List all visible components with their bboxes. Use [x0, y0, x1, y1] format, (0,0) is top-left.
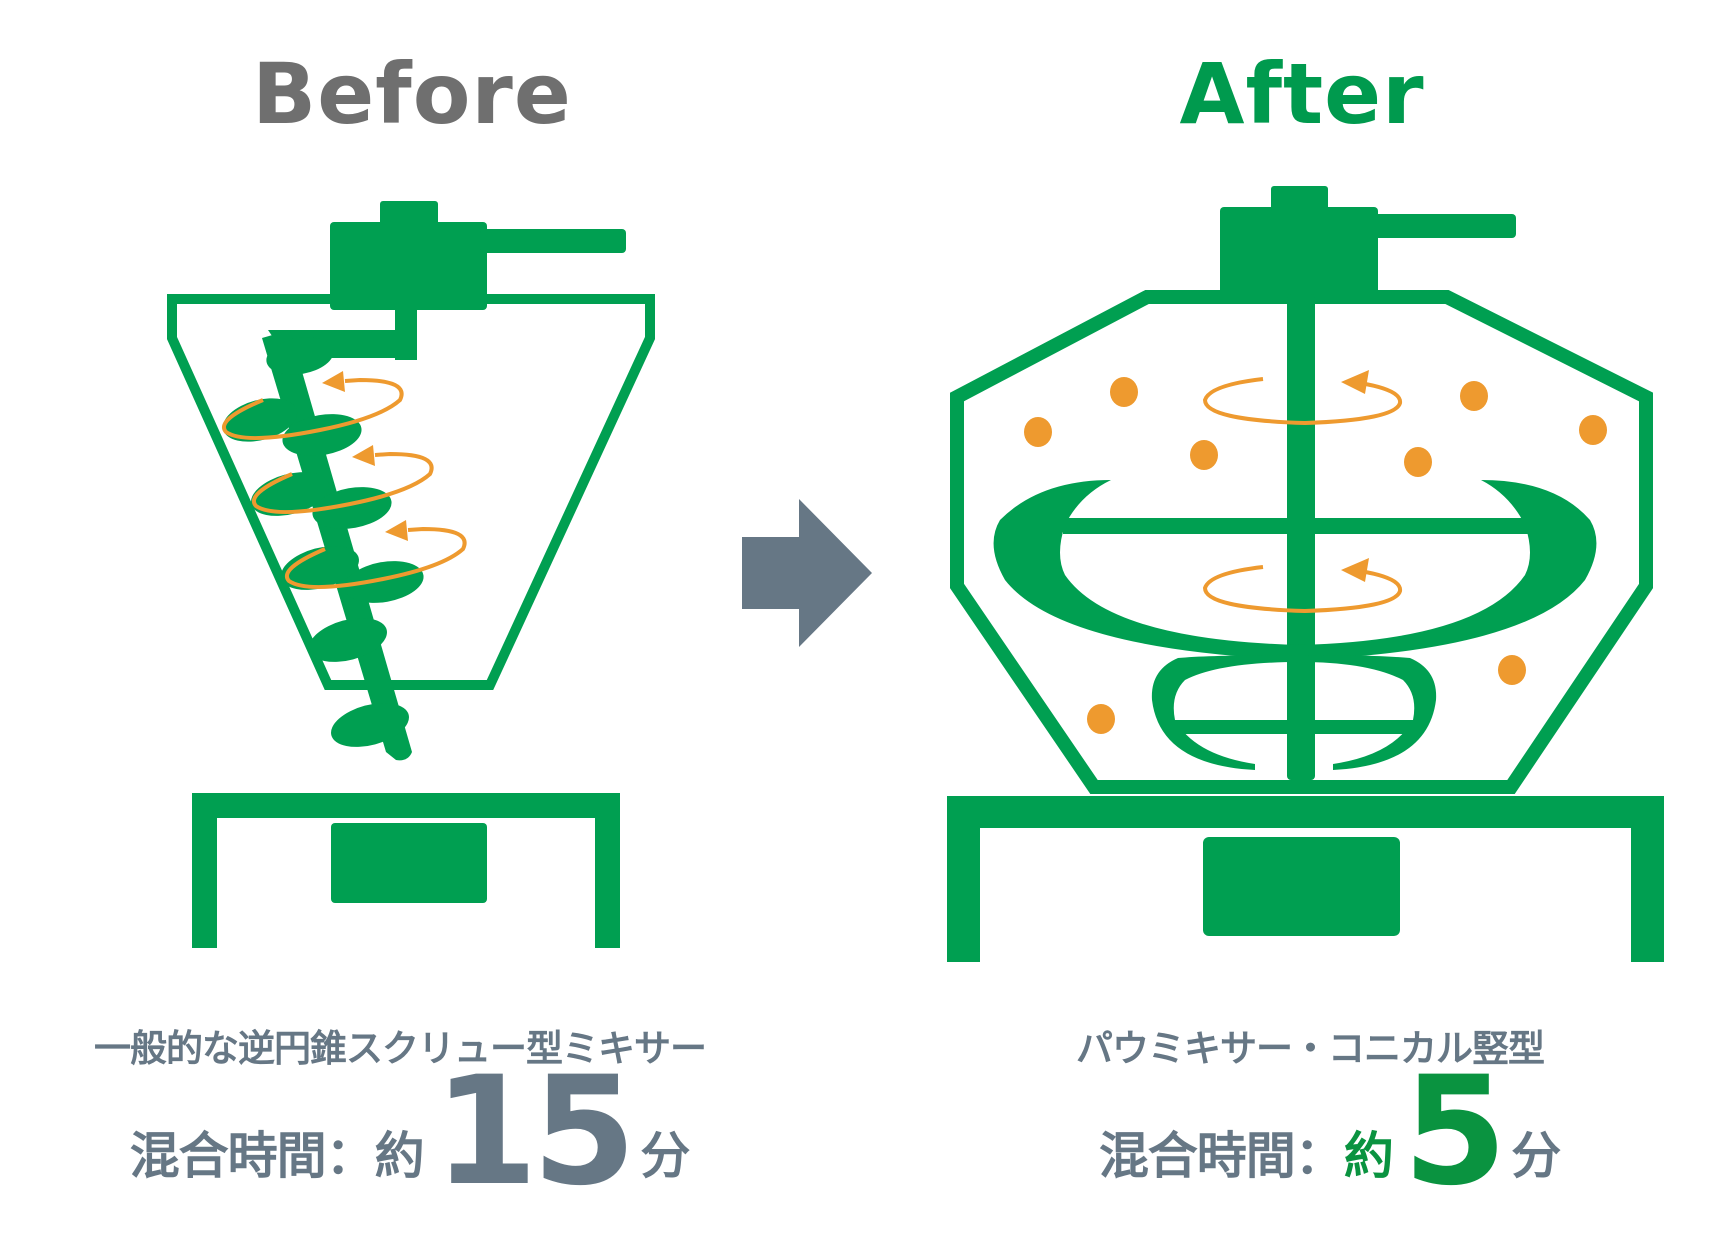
shaft-icon	[1287, 294, 1315, 780]
after-title: After	[1179, 45, 1425, 143]
base-frame-icon	[192, 793, 620, 948]
motor-icon	[1220, 186, 1516, 295]
mixing-time-value: 5	[1402, 1045, 1507, 1219]
after-mixer-name: パウミキサー・コニカル竪型	[1076, 1027, 1545, 1070]
mixing-time-label-highlight: 約	[1343, 1127, 1394, 1185]
right-arrow-icon	[742, 499, 872, 647]
base-frame-icon	[947, 796, 1664, 962]
ribbon-blade-icon	[993, 480, 1597, 770]
motor-icon	[330, 201, 626, 310]
particle-dots-icon	[1024, 377, 1607, 734]
screw-mixer-icon	[167, 201, 655, 948]
hopper-cone-icon	[167, 294, 655, 690]
mixing-time-label: 混合時間：約	[129, 1127, 425, 1185]
rotation-arrow-icon	[222, 377, 467, 589]
before-title: Before	[252, 45, 572, 143]
base-box-icon	[331, 823, 487, 903]
base-box-icon	[1203, 837, 1400, 936]
after-mixing-time: 混合時間： 約 5 分	[1050, 1057, 1610, 1207]
mixing-time-label: 混合時間：	[1098, 1127, 1345, 1185]
mixing-time-unit: 分	[640, 1127, 691, 1185]
before-mixing-time: 混合時間：約 15 分	[100, 1057, 720, 1207]
rotation-arrow-icon	[1202, 377, 1403, 614]
conical-mixer-icon	[947, 186, 1664, 962]
mixing-time-unit: 分	[1511, 1127, 1562, 1185]
mixing-time-value: 15	[433, 1045, 637, 1219]
before-mixer-name: 一般的な逆円錐スクリュー型ミキサー	[94, 1027, 707, 1070]
vessel-icon	[950, 290, 1653, 794]
